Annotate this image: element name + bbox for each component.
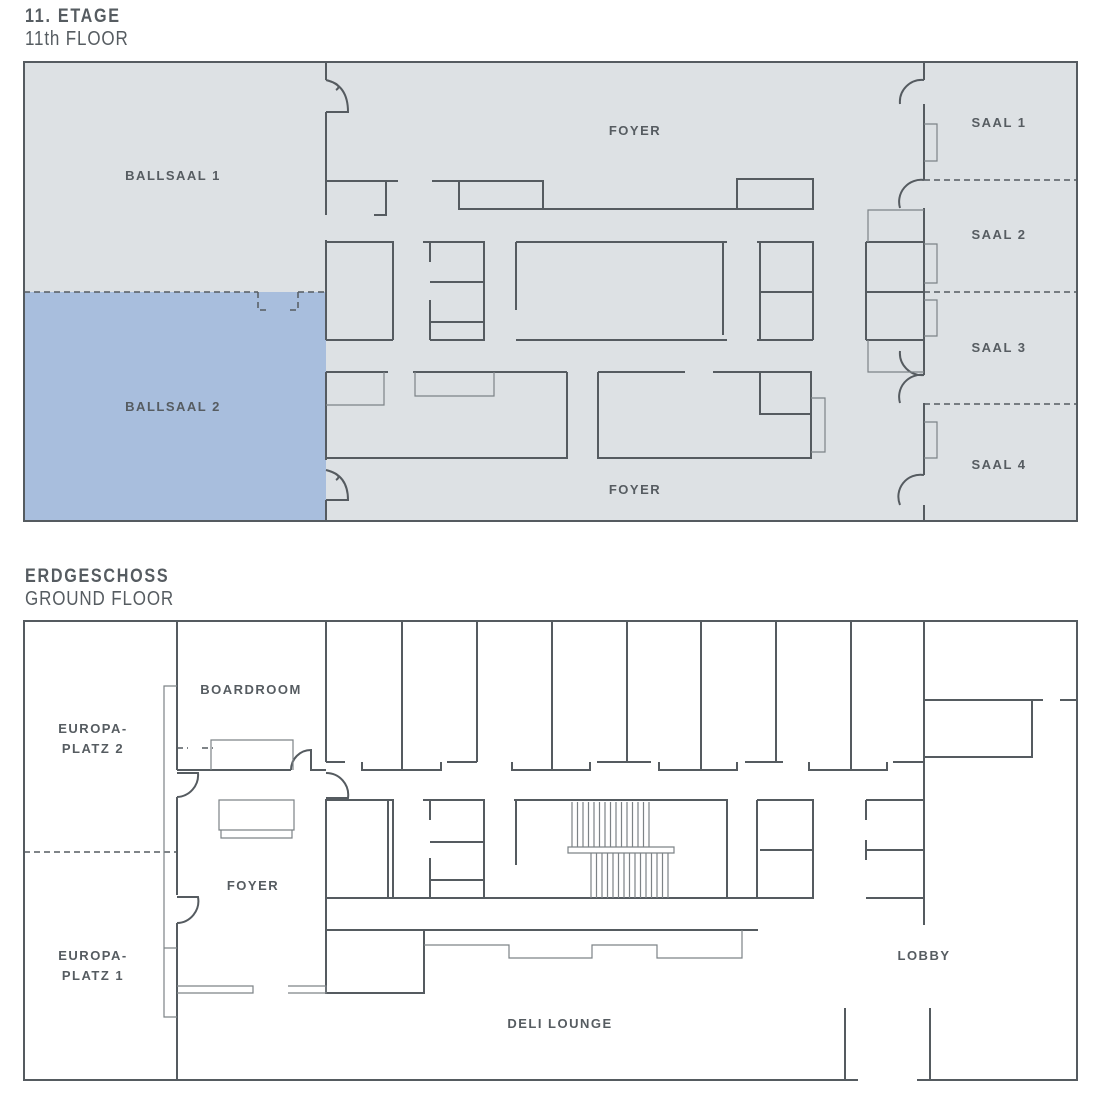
ground-floor-title-en: GROUND FLOOR (25, 588, 175, 610)
room-ballsaal-2-highlight[interactable] (24, 292, 326, 521)
floor-11-title: 11. ETAGE 11th FLOOR (25, 7, 147, 49)
room-saal-2[interactable]: SAAL 2 (972, 227, 1027, 242)
floor-11-title-de: 11. ETAGE (25, 6, 121, 27)
ground-floor-outline (23, 620, 1078, 1081)
ground-floor-plan: BOARDROOM EUROPA- PLATZ 2 EUROPA- PLATZ … (23, 620, 1078, 1082)
stair-treads (571, 802, 669, 898)
saal-dividers (924, 179, 1077, 405)
room-deli-lounge[interactable]: DELI LOUNGE (507, 1016, 612, 1031)
ground-floor-title-de: ERDGESCHOSS (25, 566, 170, 587)
floor-11-title-en: 11th FLOOR (25, 28, 129, 50)
room-europaplatz-2-line2[interactable]: PLATZ 2 (62, 741, 124, 756)
europaplatz-divider (24, 747, 213, 853)
ground-floor-furniture (163, 685, 743, 1018)
room-saal-3[interactable]: SAAL 3 (972, 340, 1027, 355)
room-boardroom[interactable]: BOARDROOM (200, 682, 302, 697)
ballsaal-divider (24, 291, 326, 311)
room-saal-1[interactable]: SAAL 1 (972, 115, 1027, 130)
floor-11-plan: BALLSAAL 1 BALLSAAL 2 FOYER FOYER SAAL 1… (23, 61, 1078, 522)
floor-11-furniture (326, 123, 938, 459)
ground-floor-title: ERDGESCHOSS GROUND FLOOR (25, 567, 200, 609)
room-foyer-bottom[interactable]: FOYER (609, 482, 661, 497)
room-europaplatz-2-line1[interactable]: EUROPA- (58, 721, 127, 736)
room-saal-4[interactable]: SAAL 4 (972, 457, 1027, 472)
room-lobby[interactable]: LOBBY (898, 948, 951, 963)
room-foyer-top[interactable]: FOYER (609, 123, 661, 138)
room-ballsaal-1[interactable]: BALLSAAL 1 (125, 168, 221, 183)
room-foyer-ground[interactable]: FOYER (227, 878, 279, 893)
stairs-icon (571, 802, 669, 898)
room-europaplatz-1-line1[interactable]: EUROPA- (58, 948, 127, 963)
ground-floor-walls (176, 621, 1077, 1080)
room-ballsaal-2[interactable]: BALLSAAL 2 (125, 399, 221, 414)
room-europaplatz-1-line2[interactable]: PLATZ 1 (62, 968, 124, 983)
